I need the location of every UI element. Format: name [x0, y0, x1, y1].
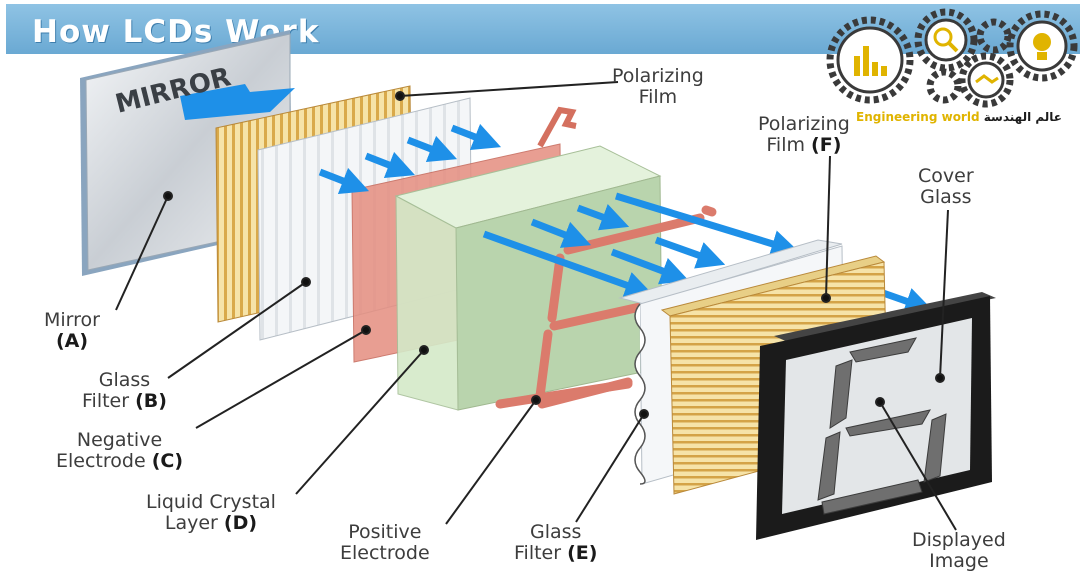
label-line: Glass — [98, 369, 151, 391]
label-line: Displayed — [912, 529, 1006, 551]
label-glass-filter-b: Glass Filter (B) — [82, 370, 167, 412]
label-mirror: Mirror (A) — [44, 310, 100, 352]
label-line: Film — [638, 86, 678, 108]
label-letter: (A) — [55, 330, 89, 352]
label-line: Glass — [530, 521, 582, 543]
label-letter: (E) — [567, 542, 598, 564]
logo-caption: Engineering world عالم الهندسة — [856, 110, 1062, 124]
label-letter: (B) — [135, 390, 167, 412]
label-line: Film — [766, 134, 805, 156]
label-line: Negative — [76, 429, 163, 451]
cover-glass — [756, 292, 996, 540]
label-line: Electrode — [56, 450, 146, 472]
displayed-digit — [817, 337, 947, 515]
label-line: Filter — [514, 542, 562, 564]
label-line: Image — [929, 550, 989, 572]
label-line: Positive — [348, 521, 422, 543]
logo-english-text: Engineering world — [856, 110, 980, 124]
label-letter: (F) — [811, 134, 842, 156]
label-liquid-crystal-layer: Liquid Crystal Layer (D) — [146, 492, 276, 534]
label-positive-electrode: Positive Electrode — [340, 522, 430, 564]
label-negative-electrode: Negative Electrode (C) — [56, 430, 183, 472]
label-line: Mirror — [44, 309, 100, 331]
label-letter: (D) — [223, 512, 258, 534]
label-polarizing-film-f: Polarizing Film (F) — [758, 114, 850, 156]
logo-arabic-text: عالم الهندسة — [983, 110, 1062, 124]
label-letter: (C) — [151, 450, 183, 472]
label-line: Glass — [920, 186, 972, 208]
title-bar: How LCDs Work — [6, 4, 1080, 54]
leader-lines — [115, 81, 957, 531]
label-line: Electrode — [340, 542, 430, 564]
label-line: Cover — [918, 165, 974, 187]
label-polarizing-film: Polarizing Film — [612, 66, 704, 108]
label-line: Liquid Crystal — [146, 491, 276, 513]
label-cover-glass: Cover Glass — [918, 166, 974, 208]
label-line: Polarizing — [612, 65, 704, 87]
label-line: Filter — [82, 390, 130, 412]
label-displayed-image: Displayed Image — [912, 530, 1006, 572]
label-line: Polarizing — [758, 113, 850, 135]
label-line: Layer — [164, 512, 218, 534]
engineering-world-logo — [826, 8, 1080, 126]
label-glass-filter-e: Glass Filter (E) — [514, 522, 597, 564]
